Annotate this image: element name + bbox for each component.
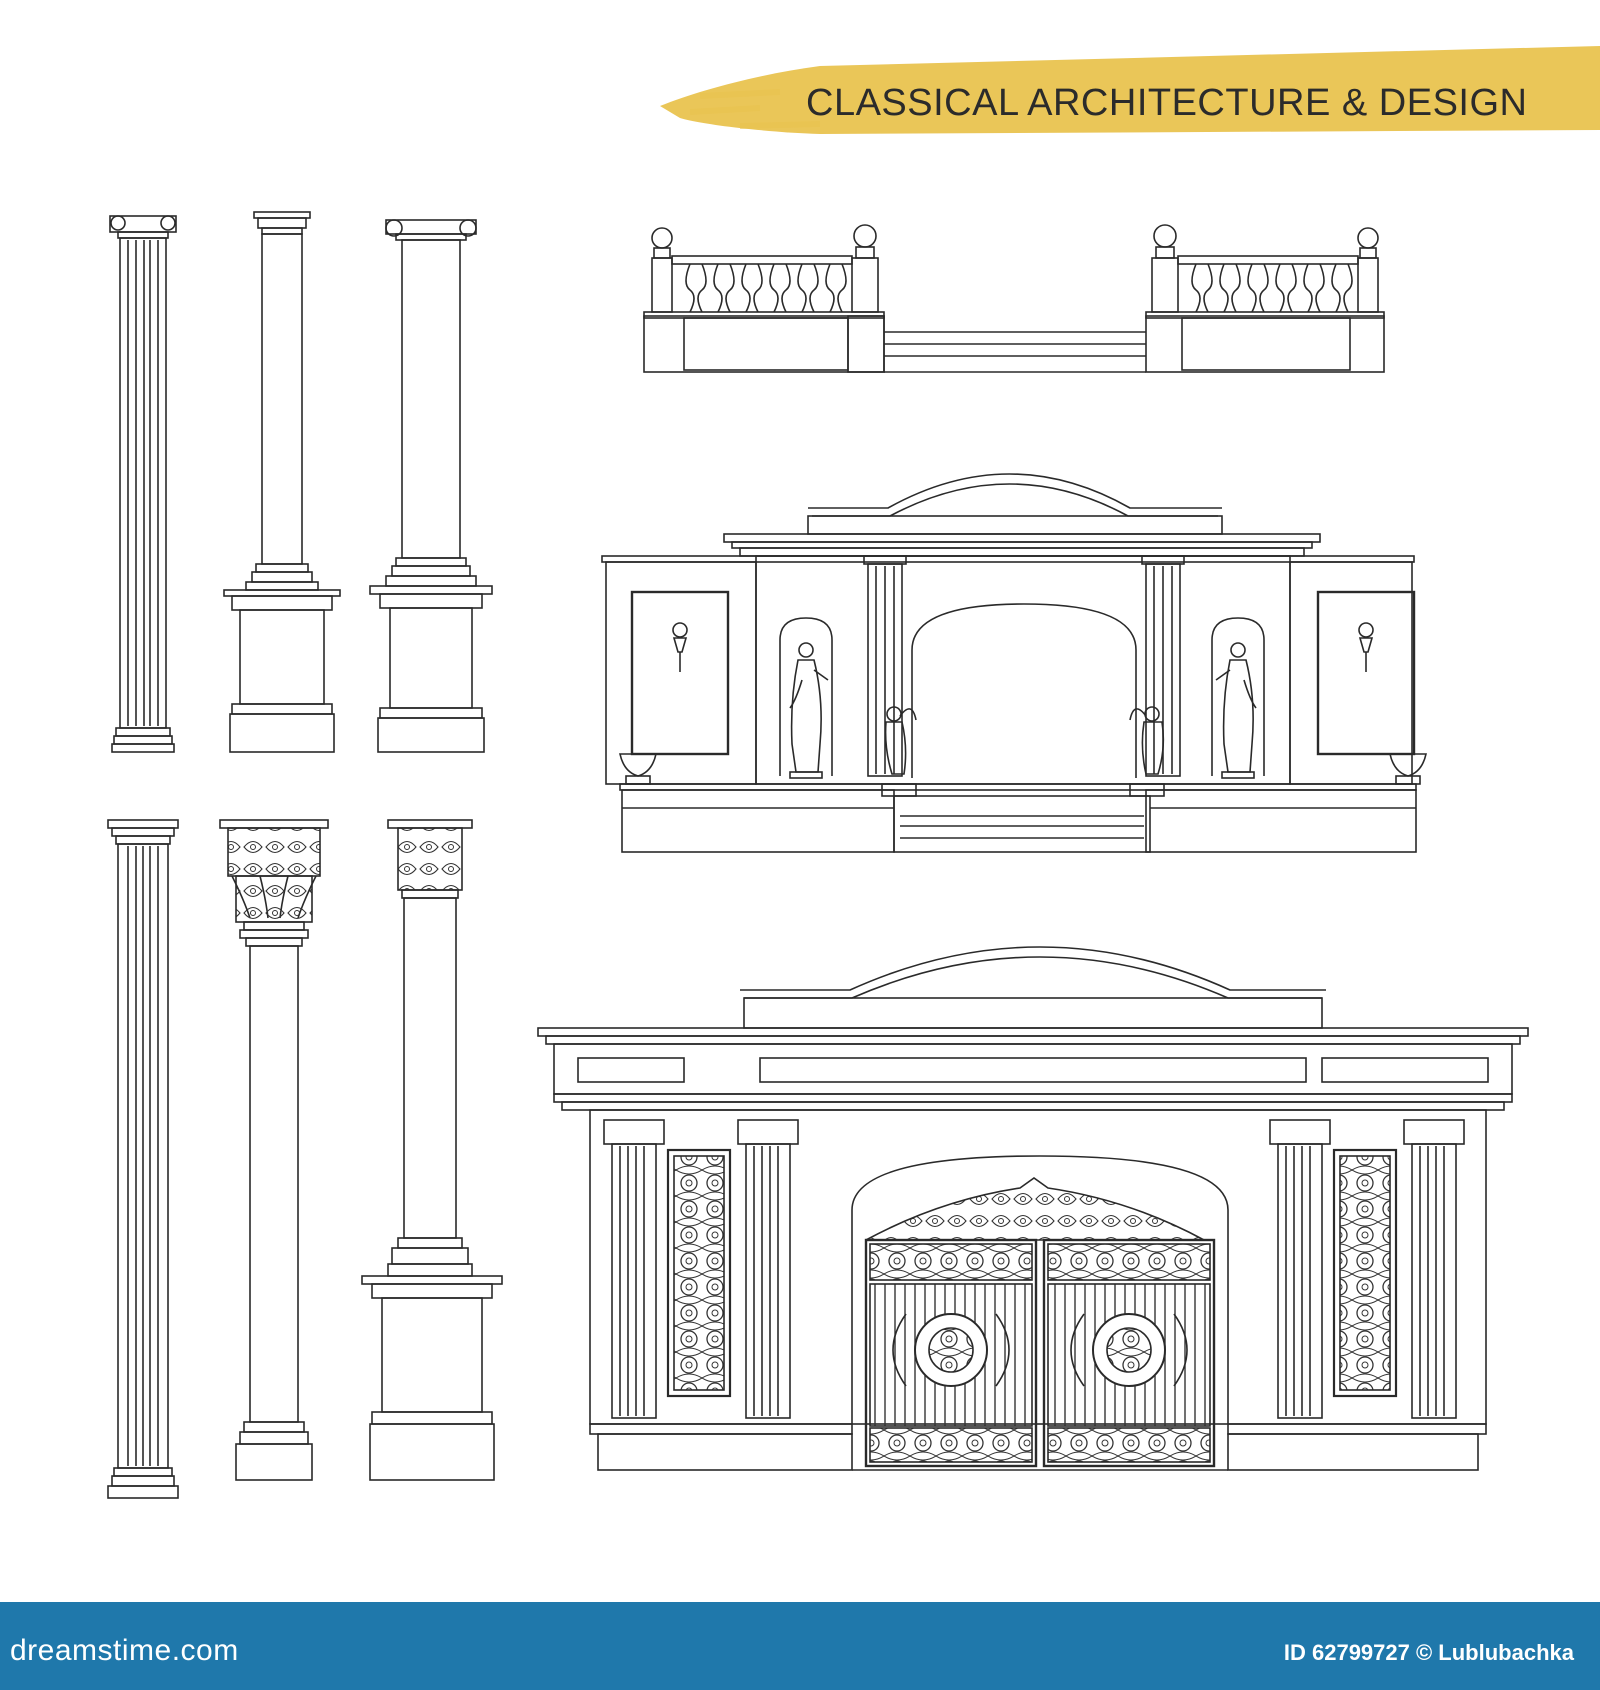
corinthian-column-on-pedestal (361, 819, 503, 1481)
arched-portal-with-statues (601, 473, 1427, 853)
image-id-credit: ID 62799727 © Lublubachka (1283, 1640, 1574, 1665)
ionic-column-on-pedestal (369, 219, 493, 753)
doric-fluted-column (107, 819, 179, 1499)
corinthian-column (219, 819, 329, 1481)
balustrade (643, 224, 1385, 373)
gold-brush-stroke (660, 46, 1600, 134)
page-title: CLASSICAL ARCHITECTURE & DESIGN (806, 82, 1528, 124)
ionic-fluted-column (109, 215, 177, 753)
footer-bar: dreamstime.com ID 62799727 © Lublubachka (0, 1602, 1600, 1690)
dreamstime-logo[interactable]: dreamstime.com (10, 1634, 239, 1667)
gate-with-wrought-iron-doors (537, 946, 1529, 1471)
tuscan-column-on-pedestal (223, 211, 341, 753)
